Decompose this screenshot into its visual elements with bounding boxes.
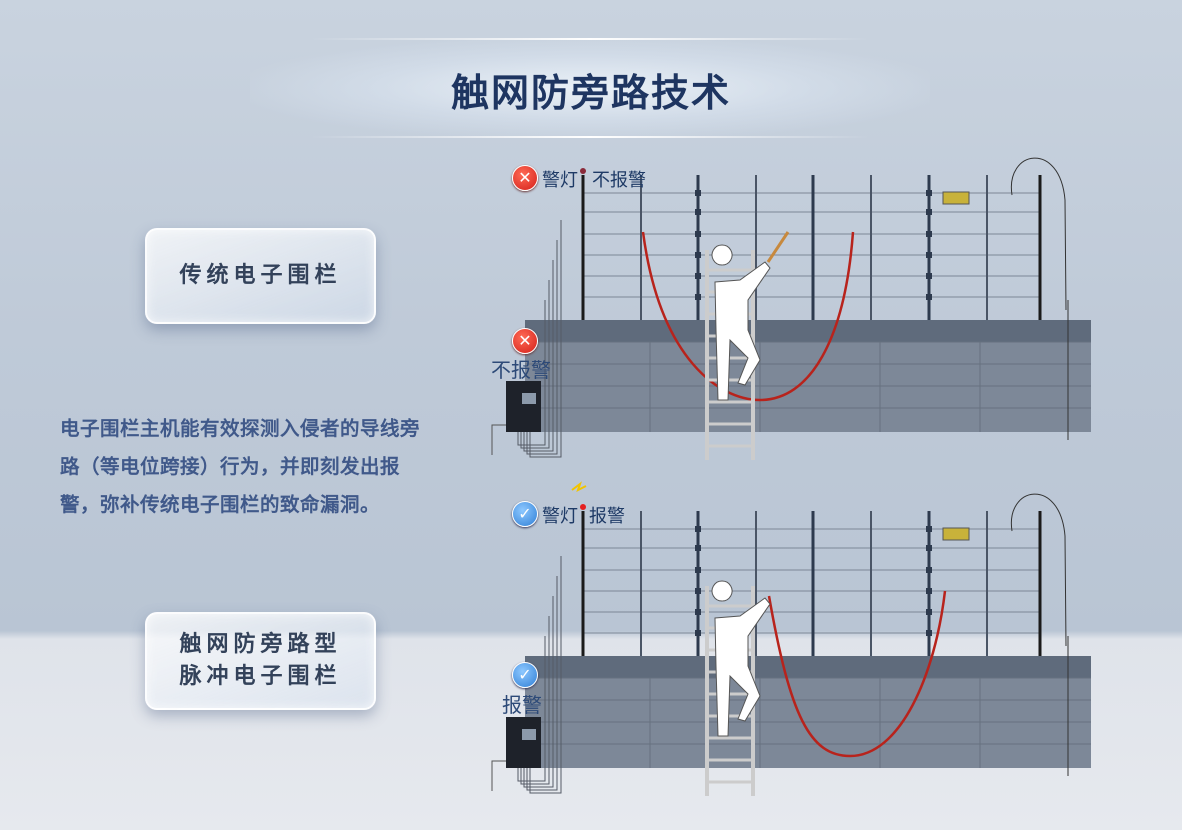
insulator	[695, 609, 701, 615]
lead-wire	[517, 300, 546, 446]
lead-wire	[529, 556, 562, 794]
light-label-bottom: 警灯	[542, 506, 578, 527]
lead-wire	[526, 240, 558, 455]
warning-sign	[942, 527, 970, 541]
insulator	[695, 526, 701, 532]
ground-wire	[491, 760, 506, 791]
intruder-figure	[711, 580, 771, 737]
insulator	[695, 231, 701, 237]
wall-body	[525, 678, 1091, 768]
light-status-top: 不报警	[592, 170, 646, 191]
insulator	[926, 545, 932, 551]
insulator	[695, 630, 701, 636]
ground-wire	[1010, 493, 1067, 647]
no-alarm-panel	[491, 157, 1091, 460]
insulator	[695, 588, 701, 594]
stick	[766, 231, 790, 263]
ground-wire	[1010, 157, 1067, 311]
bypass-cable	[767, 590, 947, 758]
alarm-panel	[491, 493, 1091, 796]
host-status-bottom: 报警	[502, 693, 542, 717]
insulator	[695, 209, 701, 215]
bypass-fence-label-1: 触网防旁路型	[179, 632, 342, 657]
title-banner	[250, 38, 930, 138]
insulator	[926, 231, 932, 237]
description-text: 电子围栏主机能有效探测入侵者的导线旁路（等电位跨接）行为，并即刻发出报警，弥补传…	[60, 417, 421, 516]
warning-light	[580, 168, 586, 174]
lead-wire	[523, 260, 554, 452]
traditional-fence-card: 传统电子围栏	[145, 228, 376, 324]
insulator	[926, 273, 932, 279]
check-circle-icon: ✓	[512, 501, 538, 527]
lead-wire	[529, 220, 562, 458]
bypass-cable	[641, 231, 855, 402]
insulator	[926, 609, 932, 615]
light-status-bottom: 报警	[589, 506, 625, 527]
insulator	[926, 294, 932, 300]
insulator	[926, 630, 932, 636]
warning-sign	[942, 191, 970, 205]
lead-wire	[520, 616, 550, 785]
wall-cap	[525, 656, 1091, 678]
insulator	[926, 526, 932, 532]
wall-cap	[525, 320, 1091, 342]
insulator	[695, 294, 701, 300]
insulator	[926, 190, 932, 196]
lead-wire	[523, 596, 554, 788]
controller-box	[506, 717, 541, 768]
lead-wire	[520, 280, 550, 449]
insulator	[926, 252, 932, 258]
alarm-spark-icon	[571, 481, 587, 492]
insulator	[695, 567, 701, 573]
insulator	[926, 588, 932, 594]
insulator	[695, 252, 701, 258]
host-status-top: 不报警	[491, 358, 551, 382]
traditional-fence-label: 传统电子围栏	[179, 263, 342, 288]
insulator	[695, 273, 701, 279]
bypass-fence-label-2: 脉冲电子围栏	[179, 664, 342, 689]
page-title: 触网防旁路技术	[450, 70, 731, 115]
light-label-top: 警灯	[542, 170, 578, 191]
ground-wire	[491, 424, 506, 455]
warning-light	[580, 504, 586, 510]
controller-box	[506, 381, 541, 432]
intruder-figure	[711, 244, 771, 401]
wall-body	[525, 342, 1091, 432]
x-circle-icon: ✕	[512, 328, 538, 354]
controller-display	[522, 393, 536, 404]
bypass-fence-card: 触网防旁路型脉冲电子围栏	[145, 612, 376, 710]
lead-wire	[526, 576, 558, 791]
insulator	[695, 545, 701, 551]
insulator	[926, 567, 932, 573]
x-circle-icon: ✕	[512, 165, 538, 191]
lead-wire	[517, 636, 546, 782]
controller-display	[522, 729, 536, 740]
check-circle-icon: ✓	[512, 662, 538, 688]
insulator	[695, 190, 701, 196]
insulator	[926, 209, 932, 215]
